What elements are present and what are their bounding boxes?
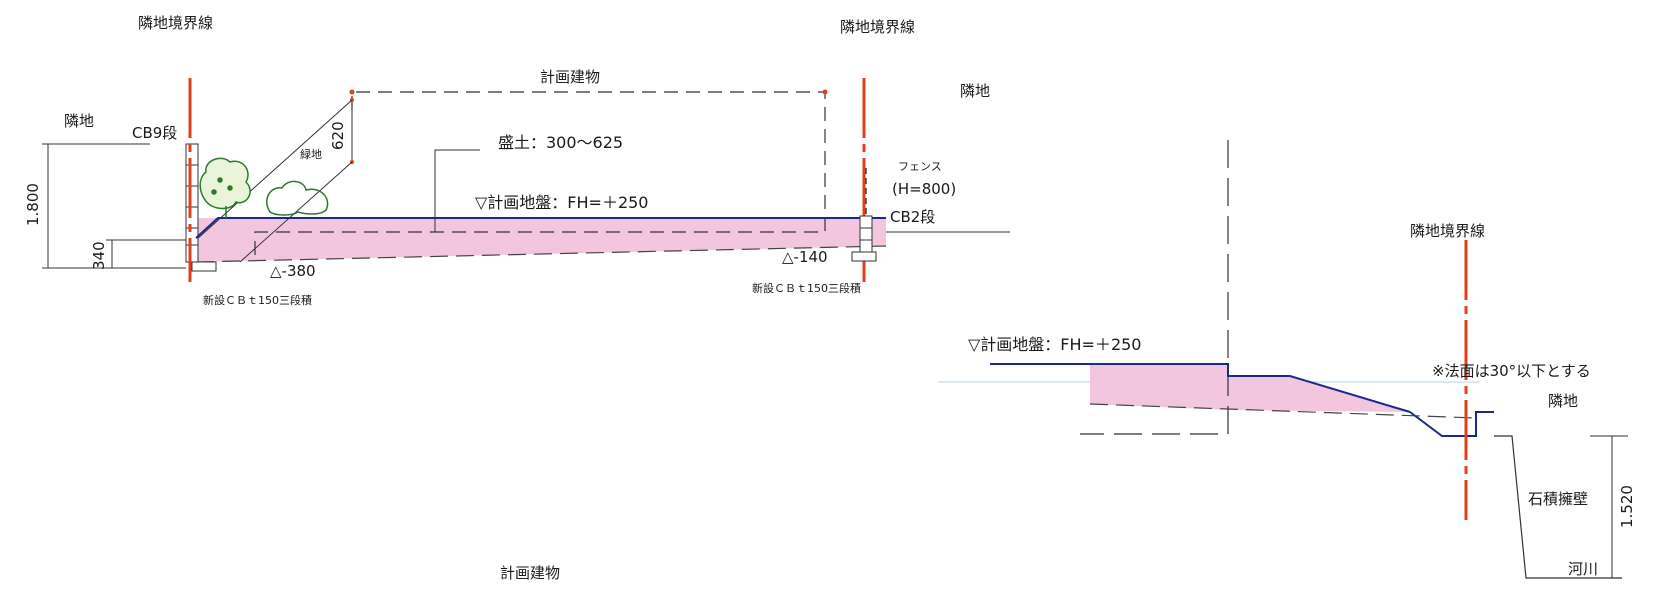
boundary-label-right: 隣地境界線 xyxy=(840,18,915,36)
slope-note: ※法面は30°以下とする xyxy=(1432,362,1591,380)
dim-620: 620 xyxy=(329,121,347,150)
neighbor-label-river: 隣地 xyxy=(1548,392,1578,410)
ground-line-left xyxy=(195,217,886,239)
neighbor-label-left: 隣地 xyxy=(64,112,94,130)
building-outline xyxy=(254,91,826,258)
ground-label-right: ▽計画地盤：FH=＋250 xyxy=(968,335,1142,354)
boundary-label-left: 隣地境界線 xyxy=(138,14,213,32)
ground-label-left: ▽計画地盤：FH=＋250 xyxy=(475,193,649,212)
right-section: 1.520 ▽計画地盤：FH=＋250 隣地境界線 ※法面は30°以下とする 隣… xyxy=(938,140,1636,579)
new-cb-label-right: 新設ＣＢｔ150三段積 xyxy=(752,281,861,295)
bottom-building-label: 計画建物 xyxy=(500,564,560,582)
river-label: 河川 xyxy=(1568,560,1598,578)
cb-label-left: CB9段 xyxy=(132,124,177,142)
stone-wall xyxy=(1494,435,1622,579)
building-label: 計画建物 xyxy=(540,68,600,86)
fill-area-right-2 xyxy=(1228,376,1410,412)
tree-icon xyxy=(199,157,251,218)
cb-wall-left xyxy=(185,143,199,263)
new-cb-label-left: 新設ＣＢｔ150三段積 xyxy=(203,293,312,307)
boundary-label-river: 隣地境界線 xyxy=(1410,222,1485,240)
building-outline-right xyxy=(1080,140,1229,435)
fill-area-right-1 xyxy=(1090,364,1228,410)
ground-line-right xyxy=(990,363,1411,413)
neighbor-label-right: 隣地 xyxy=(960,82,990,100)
shrub-icon xyxy=(266,180,329,216)
stone-wall-label: 石積擁壁 xyxy=(1528,490,1588,508)
cb-label-right: CB2段 xyxy=(890,208,935,226)
green-area-label: 緑地 xyxy=(300,147,322,161)
level-label-right: △-140 xyxy=(782,248,828,266)
dim-1520: 1.520 xyxy=(1618,485,1636,528)
dim-340: 340 xyxy=(90,241,108,270)
fence-label: フェンス xyxy=(898,160,942,173)
fill-area-left xyxy=(196,218,886,262)
fill-label: 盛土：300～625 xyxy=(498,133,623,152)
left-section: 620 緑地 xyxy=(24,14,1010,307)
fence-height-label: (H=800) xyxy=(892,180,956,198)
level-label-left: △-380 xyxy=(270,262,316,280)
cb-wall-right xyxy=(859,215,873,253)
dim-1800: 1.800 xyxy=(24,183,42,226)
